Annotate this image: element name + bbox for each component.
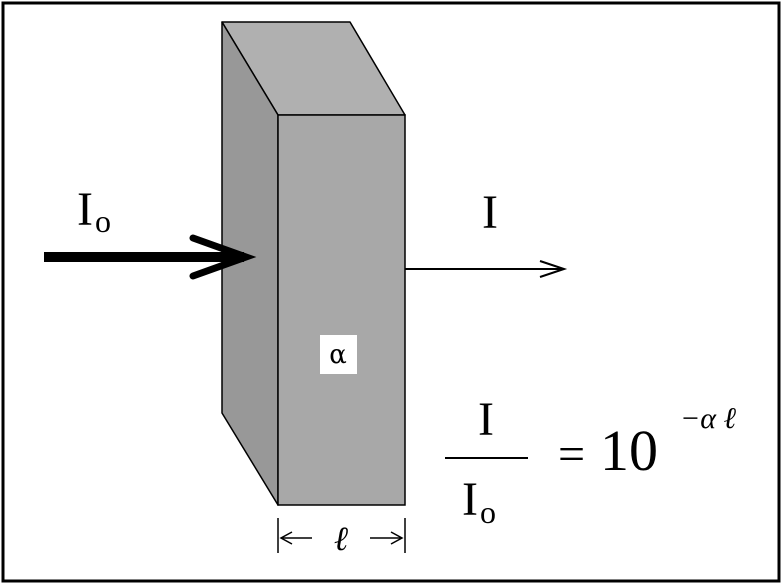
alpha-label-text: α — [329, 340, 347, 370]
equation-denominator-sub: o — [480, 494, 496, 530]
equation-equals: = — [558, 428, 585, 481]
slab-front-face — [277, 114, 406, 506]
beer-lambert-equation: I I o = 10 −α ℓ — [445, 393, 736, 530]
equation-numerator: I — [478, 393, 494, 446]
thickness-label: ℓ — [334, 521, 348, 558]
absorption-coefficient-label: α — [320, 335, 357, 374]
equation-base: 10 — [600, 418, 658, 483]
alpha-label-box — [320, 335, 357, 374]
incident-intensity-label: I o — [77, 183, 111, 239]
incident-label-main: I — [77, 183, 93, 236]
equation-denominator-main: I — [462, 473, 478, 526]
equation-exponent: −α ℓ — [680, 402, 736, 435]
transmitted-intensity-label: I — [482, 186, 498, 239]
incident-beam-arrow — [44, 234, 257, 280]
incident-label-sub: o — [95, 203, 111, 239]
transmitted-beam-arrow — [405, 260, 568, 278]
thickness-dimension: ℓ — [277, 518, 406, 558]
